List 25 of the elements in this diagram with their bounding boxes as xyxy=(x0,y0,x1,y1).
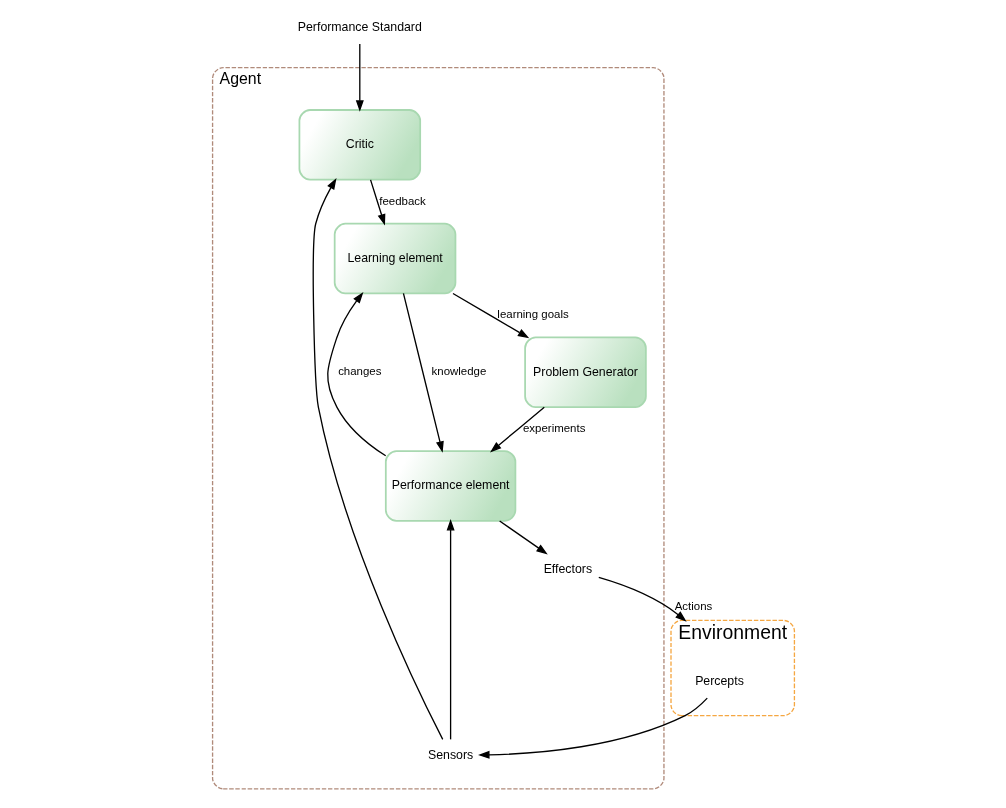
node-text: Effectors xyxy=(543,561,592,576)
arrow xyxy=(597,576,687,622)
node-text: Performance Standard xyxy=(297,20,422,35)
arrow xyxy=(369,179,385,226)
edge-label: feedback xyxy=(378,194,426,207)
edge-label: learning goals xyxy=(496,308,569,321)
arrow xyxy=(326,291,386,457)
node-box: Learning element xyxy=(333,222,456,295)
arrow xyxy=(477,697,708,759)
arrow xyxy=(402,292,444,453)
arrow xyxy=(489,406,545,453)
node-box: Performance element xyxy=(384,450,516,522)
arrow xyxy=(446,519,455,741)
arrow xyxy=(355,43,364,112)
edge-label: experiments xyxy=(522,422,585,435)
node-box: Critic xyxy=(298,109,421,181)
arrow xyxy=(451,292,529,339)
arrow xyxy=(312,178,443,741)
edge-label: knowledge xyxy=(431,365,486,378)
node-box: Problem Generator xyxy=(523,336,647,408)
edge-label: Actions xyxy=(674,600,712,613)
arrow xyxy=(498,520,548,555)
edge-label: changes xyxy=(337,365,381,378)
node-text: Sensors xyxy=(427,747,473,762)
node-text: Percepts xyxy=(694,674,744,689)
